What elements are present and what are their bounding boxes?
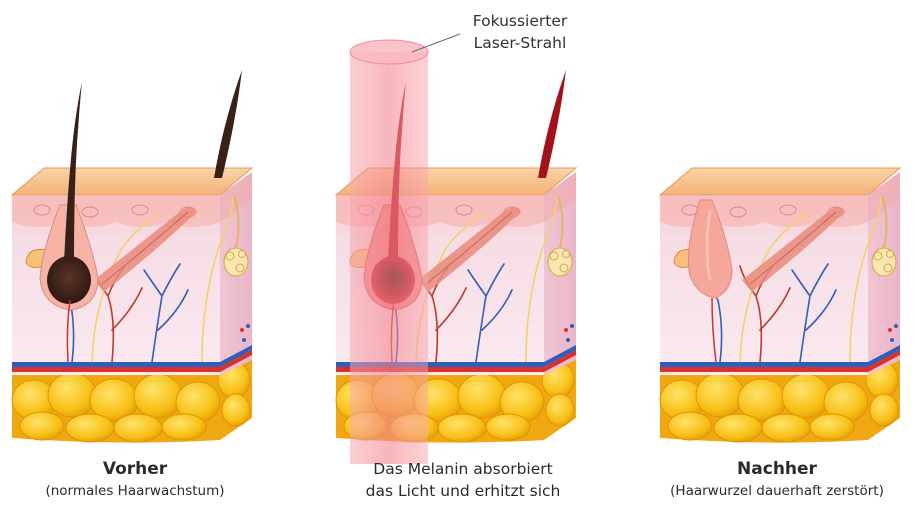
caption-before: Vorher (normales Haarwachstum) [0,458,270,502]
hair-shaft-2 [214,70,242,178]
caption-before-subtitle: (normales Haarwachstum) [0,480,270,502]
caption-laser-line1: Das Melanin absorbiert [318,458,608,480]
caption-before-title: Vorher [0,458,270,480]
panel-before [12,70,252,443]
laser-label-line1: Fokussierter [440,10,600,32]
hair-bulb [47,256,91,304]
laser-beam [350,40,428,464]
panel-laser [336,40,576,464]
caption-laser: Das Melanin absorbiert das Licht und erh… [318,458,608,502]
laser-label: Fokussierter Laser-Strahl [440,10,600,54]
laser-label-line2: Laser-Strahl [440,32,600,54]
caption-laser-line2: das Licht und erhitzt sich [318,480,608,502]
panel-after [660,168,900,443]
caption-after-title: Nachher [640,458,914,480]
hair-shaft-heated-2 [538,70,566,178]
caption-after: Nachher (Haarwurzel dauerhaft zerstört) [640,458,914,502]
caption-after-subtitle: (Haarwurzel dauerhaft zerstört) [640,480,914,502]
